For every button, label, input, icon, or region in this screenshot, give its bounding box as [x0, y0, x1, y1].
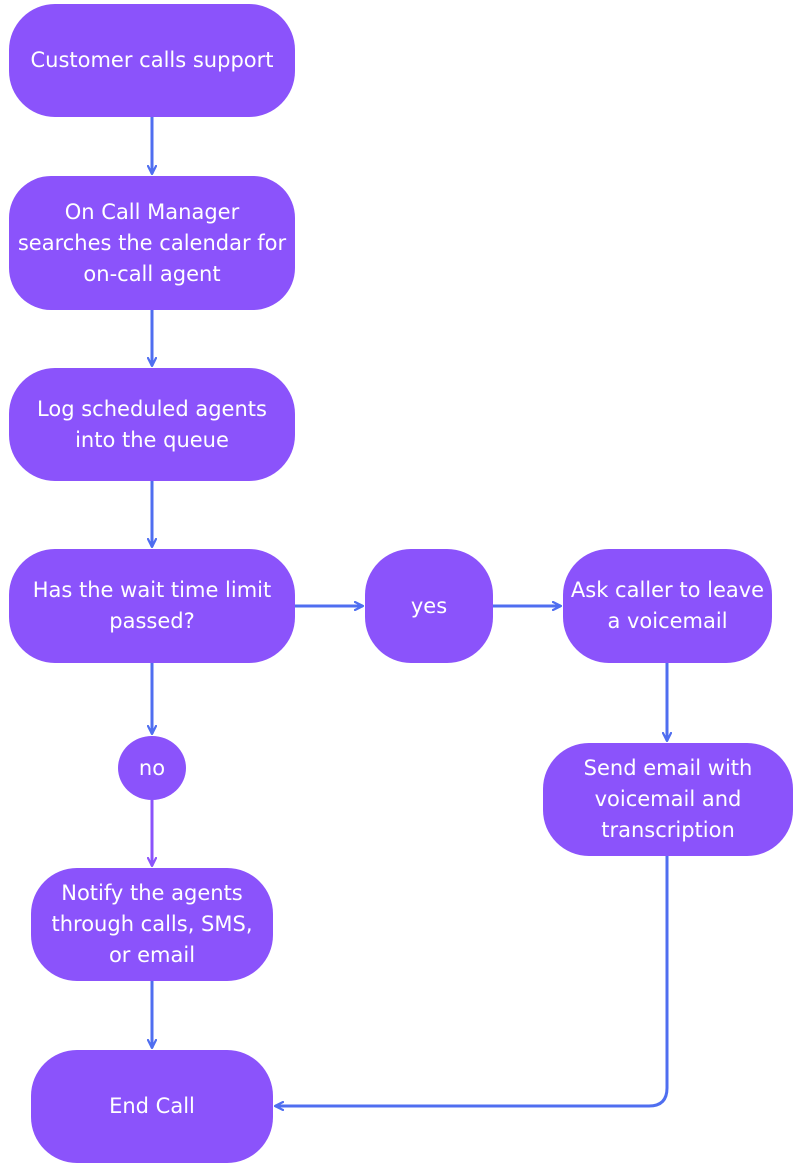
node-no: no	[118, 736, 186, 800]
node-on-call-manager-search: On Call Manager searches the calendar fo…	[9, 176, 295, 310]
node-send-email: Send email with voicemail and transcript…	[543, 743, 793, 856]
node-log-scheduled-agents: Log scheduled agents into the queue	[9, 368, 295, 481]
arrow-email-to-end	[275, 856, 669, 1106]
node-end-call: End Call	[31, 1050, 273, 1163]
node-ask-caller-voicemail: Ask caller to leave a voicemail	[563, 549, 772, 663]
node-yes: yes	[365, 549, 493, 663]
node-notify-agents: Notify the agents through calls, SMS, or…	[31, 868, 273, 981]
node-customer-calls-support: Customer calls support	[9, 4, 295, 117]
node-wait-time-decision: Has the wait time limit passed?	[9, 549, 295, 663]
